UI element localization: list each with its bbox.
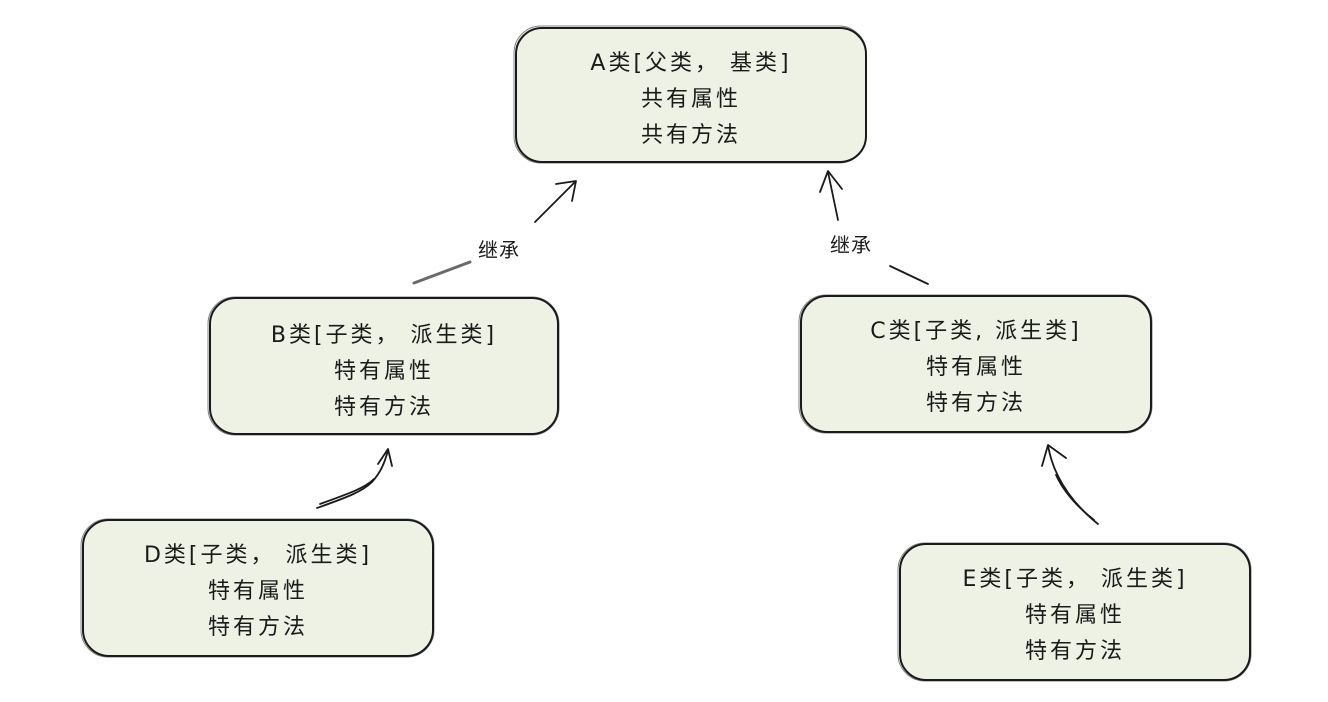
edge-b-to-a-line (534, 181, 576, 223)
node-d-sketch-outline (80, 518, 435, 658)
node-e: E类[子类， 派生类] 特有属性 特有方法 (897, 542, 1252, 682)
edge-e-to-c-line-2 (1055, 474, 1095, 521)
edge-b-to-a-arrowhead (555, 180, 577, 202)
node-c-methods: 特有方法 (926, 391, 1026, 416)
node-c-attributes: 特有属性 (926, 355, 1026, 380)
edge-d-to-b-line-2 (319, 478, 375, 505)
edge-e-to-c (1041, 444, 1099, 525)
edge-d-to-b-line (316, 449, 389, 509)
edge-c-to-a-tail (889, 265, 929, 285)
edge-c-to-a-line (827, 171, 839, 221)
node-a-title: A类[父类， 基类] (590, 51, 791, 76)
node-a-attributes: 共有属性 (641, 87, 741, 112)
edge-b-to-a-tail (412, 260, 472, 285)
node-a: A类[父类， 基类] 共有属性 共有方法 (513, 25, 867, 164)
node-d-methods: 特有方法 (208, 615, 308, 640)
edge-d-to-b (316, 448, 393, 509)
node-b-title: B类[子类， 派生类] (271, 323, 497, 348)
node-b-box (209, 297, 559, 435)
node-e-attributes: 特有属性 (1025, 603, 1125, 628)
edge-c-to-a-label: 继承 (830, 233, 872, 257)
edge-c-to-a: 继承 (819, 170, 929, 285)
node-c: C类[子类, 派生类] 特有属性 特有方法 (798, 294, 1153, 434)
node-a-methods: 共有方法 (641, 123, 741, 148)
node-c-title: C类[子类, 派生类] (870, 319, 1082, 344)
edge-c-to-a-arrowhead (819, 170, 843, 193)
node-b: B类[子类， 派生类] 特有属性 特有方法 (207, 296, 560, 436)
node-e-box (899, 543, 1251, 681)
node-c-sketch-outline (798, 294, 1153, 434)
node-d-box (82, 519, 434, 657)
node-e-methods: 特有方法 (1025, 639, 1125, 664)
node-b-methods: 特有方法 (334, 395, 434, 420)
node-e-title: E类[子类， 派生类] (962, 567, 1187, 592)
node-a-sketch-outline (513, 25, 867, 164)
edge-b-to-a: 继承 (412, 180, 577, 285)
node-b-attributes: 特有属性 (334, 359, 434, 384)
edge-e-to-c-arrowhead (1041, 444, 1067, 467)
node-d-title: D类[子类， 派生类] (144, 543, 372, 568)
node-d-attributes: 特有属性 (208, 579, 308, 604)
node-b-sketch-outline (207, 296, 560, 436)
edge-b-to-a-label: 继承 (478, 238, 520, 262)
edge-d-to-b-arrowhead (377, 448, 393, 467)
node-c-box (800, 295, 1152, 433)
node-d: D类[子类， 派生类] 特有属性 特有方法 (80, 518, 435, 658)
node-e-sketch-outline (897, 542, 1252, 682)
edge-e-to-c-line (1047, 445, 1099, 525)
